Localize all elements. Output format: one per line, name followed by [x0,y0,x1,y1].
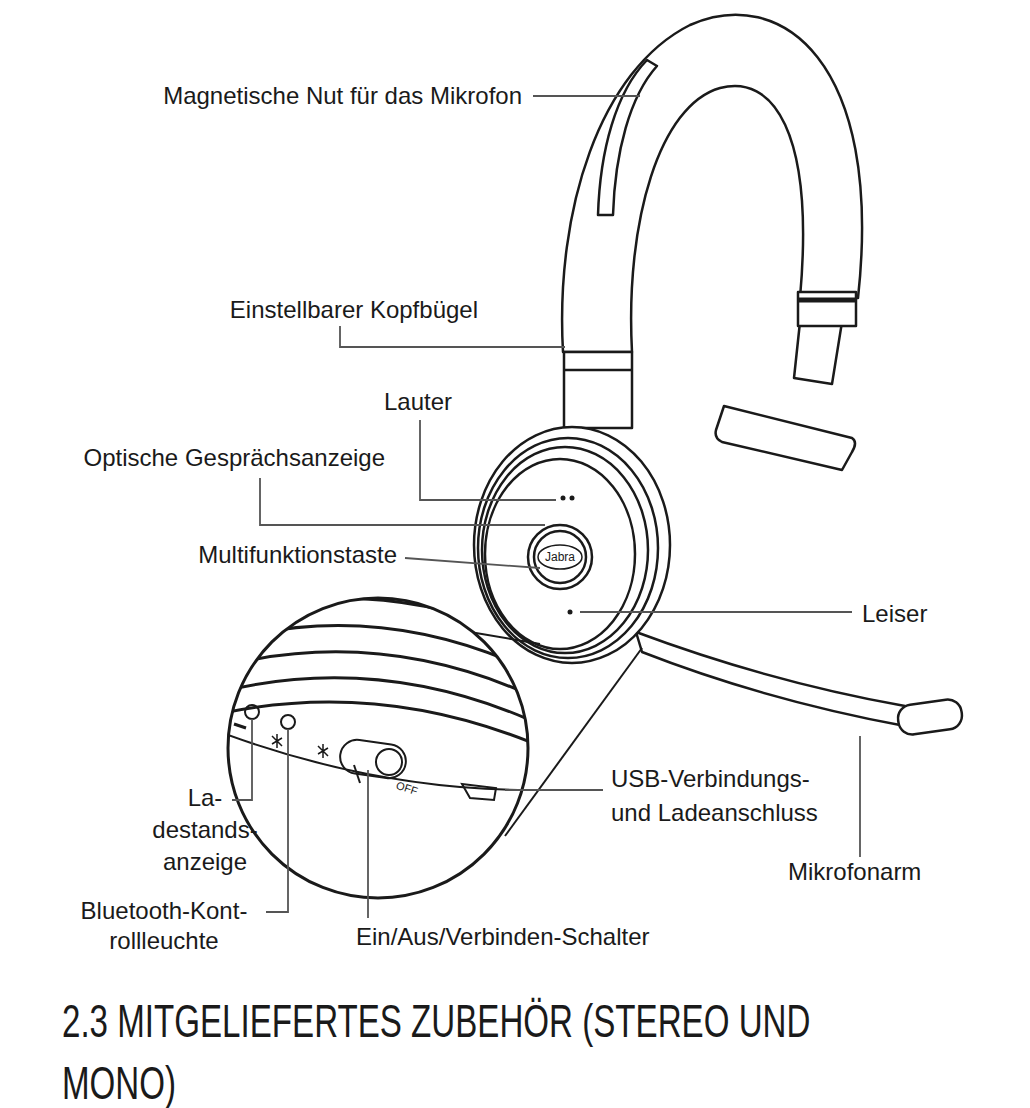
switch-mark [354,765,360,783]
head-pad [716,406,855,470]
part-label: USB-Verbindungs- und Ladeanschluss [611,762,846,830]
bluetooth-symbol [272,734,282,748]
part-label: Ein/Aus/Verbinden-Schalter [356,922,736,952]
part-label: Mikrofonarm [788,857,1008,887]
cup-groove-detail [228,702,530,742]
ear-cup [474,427,670,663]
multifunction-button [528,525,592,589]
mic-tip [896,698,964,737]
part-label: Bluetooth-Kont- rollleuchte [64,896,264,956]
slider-line [564,369,632,372]
leader-line [340,326,565,347]
part-label: La- destands- anzeige [145,782,265,878]
logo-text: Jabra [530,549,590,565]
leader-line [580,611,852,613]
bluetooth-symbol [318,744,328,758]
leader-line [859,736,861,857]
battery-led [245,705,259,719]
leader-line [505,789,603,791]
leader-line [232,719,252,800]
headband [562,15,862,352]
part-label: Leiser [862,599,1012,629]
battery-symbol [234,724,246,728]
cup-groove-detail [228,678,530,720]
headband-slider [564,352,632,428]
headband-stem [794,322,842,384]
switch-knob [376,749,402,775]
section-heading: 2.3 MITGELIEFERTES ZUBEHÖR (STEREO UND M… [62,990,926,1108]
cup-groove [482,447,648,653]
mic-arm [636,632,905,726]
cup-bottom-edge [228,735,530,790]
leader-line [405,558,540,568]
usb-port [462,784,496,800]
bluetooth-led [281,715,295,729]
leader-line [367,770,369,918]
volume-up-dot [561,496,566,501]
leader-line [533,95,640,97]
part-label: Optische Gesprächsanzeige [35,443,385,473]
cup-groove-detail [228,625,530,670]
cup-face [485,459,635,649]
cup-groove-detail [228,652,530,695]
part-label: Einstellbarer Kopfbügel [178,295,478,325]
headband-slider [798,292,856,326]
part-label: Magnetische Nut für das Mikrofon [100,81,522,111]
cup-groove [478,438,658,658]
leader-line [266,729,288,912]
part-label: Multifunktionstaste [95,540,397,570]
slider-stripe [798,298,856,303]
volume-up-dot [570,496,575,501]
leader-line [260,478,545,525]
magnetic-groove [598,60,657,215]
power-switch [338,738,408,781]
volume-down-dot [568,610,573,615]
zoom-circle [228,598,528,898]
leader-line [420,420,556,500]
part-label: Lauter [368,387,468,417]
